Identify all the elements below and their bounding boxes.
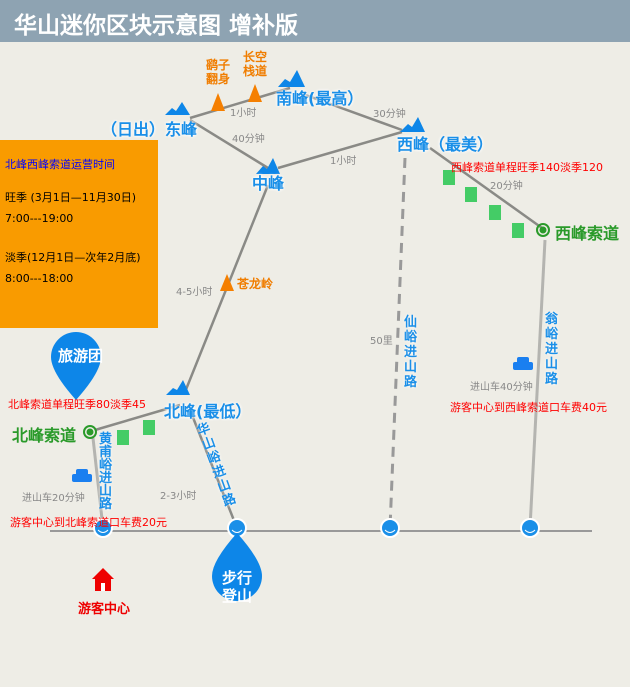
yaozi-triangle-icon [211,93,225,111]
path-middle-west [277,130,403,170]
peak-season: 旺季 (3月1日—11月30日) [5,191,137,204]
time-east-middle: 40分钟 [232,134,265,145]
changkong-triangle-icon [248,84,262,102]
path-huashan [186,404,239,529]
mountain-icon [165,102,190,115]
off-season-time: 8:00---18:00 [5,272,74,285]
cable-car-icon [443,170,455,185]
path-north-cable [94,403,181,432]
mountain-icons [165,70,425,395]
north-cableway[interactable]: 北峰索道 [12,426,77,445]
mountain-icon [166,380,190,395]
north-cable-price: 北峰索道单程旺季80淡季45 [8,398,146,411]
peak-east[interactable]: （日出）东峰 [101,120,198,139]
spot-changkong: 长空栈道 [242,50,267,78]
road-wengyu-label: 翁峪进山路 [545,312,559,387]
time-east-south: 1小时 [230,108,257,119]
path-west-cable [429,146,543,230]
road-xianyu [388,157,407,529]
peak-south[interactable]: 南峰(最高） [276,89,364,108]
hours-title: 北峰西峰索道运营时间 [5,158,115,171]
mountain-icon [278,70,305,87]
road-xianyu-label: 仙峪进山路 [404,315,418,390]
cable-car-icon [512,223,524,238]
canglong-triangle-icon [220,274,234,291]
peak-middle[interactable]: 中峰 [252,174,285,193]
cable-car-icon [489,205,501,220]
bus-west-fare: 游客中心到西峰索道口车费40元 [450,401,607,414]
tour-pin-label: 旅游团 [58,347,104,365]
bus-west-time: 进山车40分钟 [470,382,533,393]
spot-canglong: 苍龙岭 [237,277,274,291]
tour-pin-icon [51,332,101,400]
page-title: 华山迷你区块示意图 增补版 [14,13,299,39]
time-south-west: 30分钟 [373,109,406,120]
spot-yaozi: 鹞子翻身 [205,58,230,86]
hike-pin-label: 步行登山 [222,569,253,605]
cableway-target-icons [83,223,550,439]
peak-west[interactable]: 西峰（最美） [397,135,494,154]
smiley-icons [93,518,540,538]
title-bar [0,0,630,42]
mountain-icon [400,117,425,132]
west-cableway[interactable]: 西峰索道 [555,224,620,243]
bus-north-time: 进山车20分钟 [22,493,85,504]
bus-north-fare: 游客中心到北峰索道口车费20元 [10,516,167,529]
visitor-center[interactable]: 游客中心 [78,602,131,617]
road-huangfu-label: 黄甫峪进山路 [99,432,113,512]
path-east-middle [189,118,269,170]
peak-north[interactable]: 北峰(最低） [164,402,252,421]
road-huangfu [91,437,105,529]
xianyu-distance: 50里 [370,336,393,347]
hike-pin-icon [212,533,262,601]
path-south-west [299,91,403,132]
road-wengyu [528,239,547,529]
car-icons [72,357,533,482]
cable-car-icon [117,430,129,445]
west-cable-price: 西峰索道单程旺季140淡季120 [451,161,603,174]
time-west-cable: 20分钟 [490,181,523,192]
time-huashan-road: 2-3小时 [160,491,197,502]
time-middle-west: 1小时 [330,156,357,167]
cableway-hours-box: 北峰西峰索道运营时间 旺季 (3月1日—11月30日) 7:00---19:00… [0,140,158,328]
time-middle-north: 4-5小时 [176,287,213,298]
off-season: 淡季(12月1日—次年2月底) [5,251,141,264]
cable-car-icon [465,187,477,202]
cable-car-icon [143,420,155,435]
path-east-south [189,86,291,120]
peak-season-time: 7:00---19:00 [5,212,74,225]
home-icon [92,568,114,591]
mountain-icon [256,158,280,174]
